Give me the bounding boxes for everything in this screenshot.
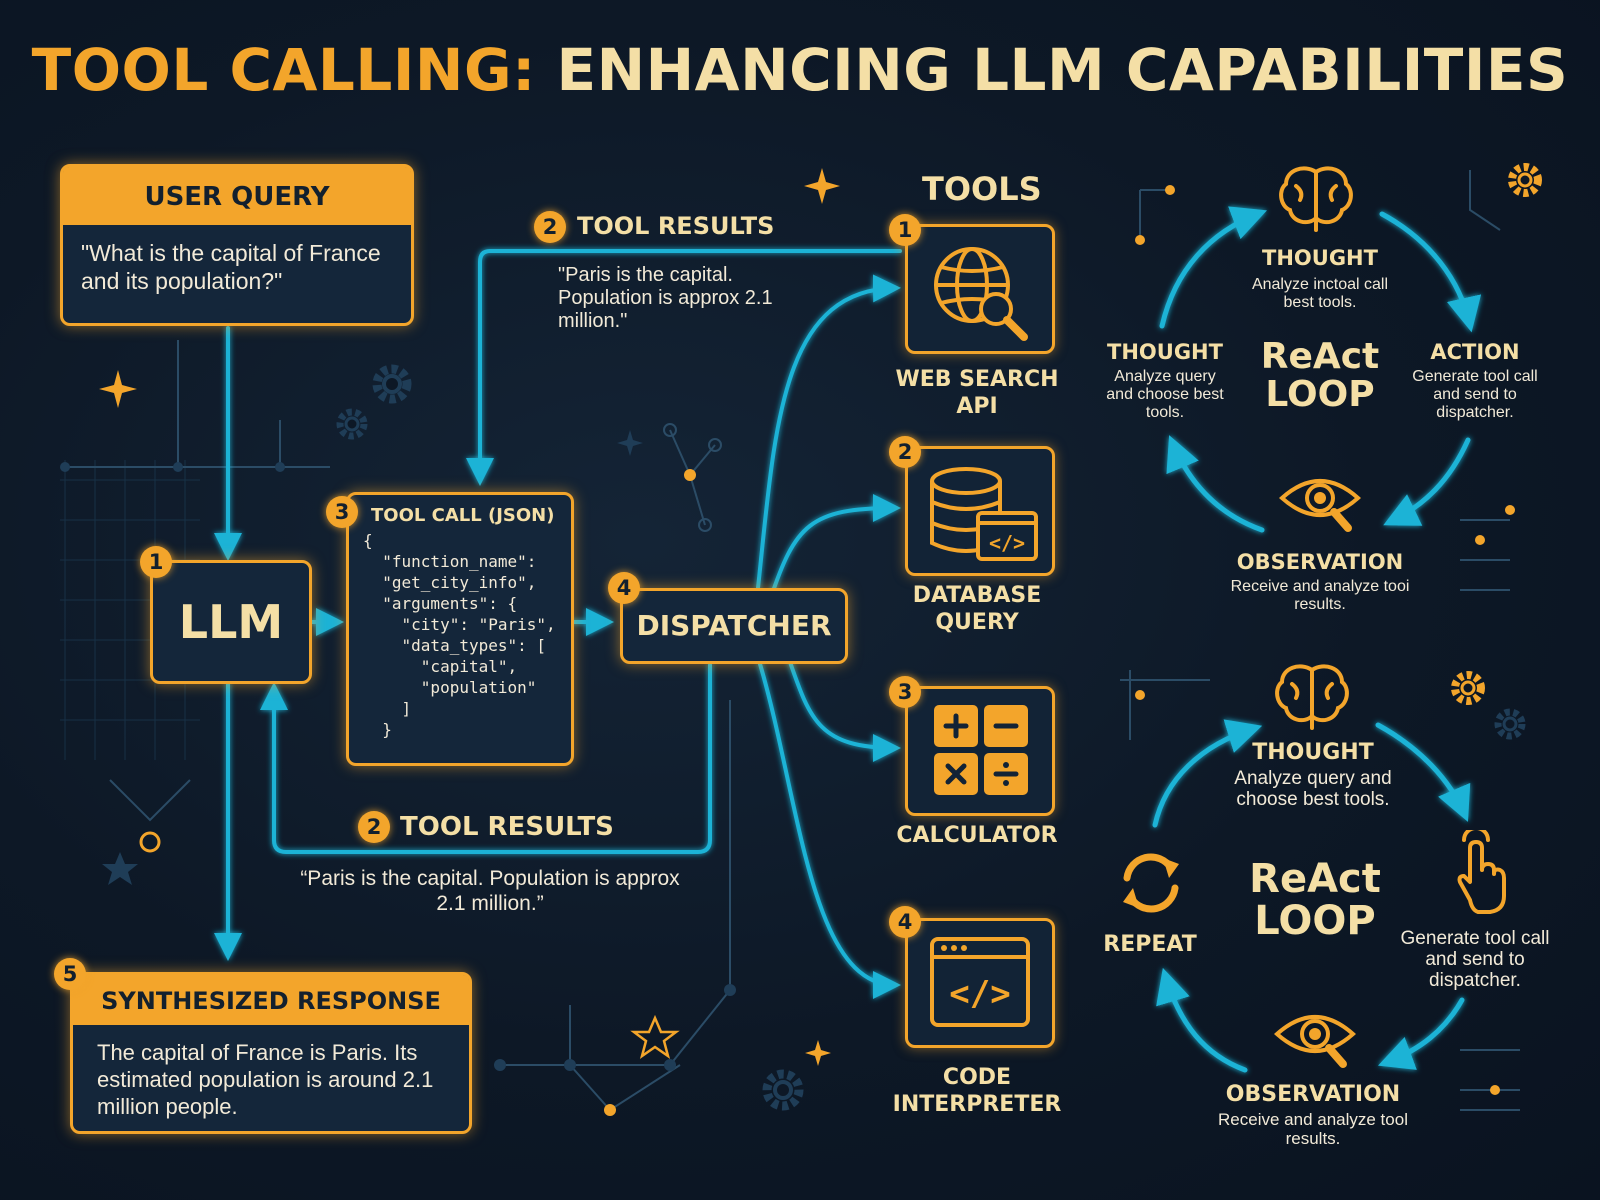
gear-icon	[1494, 708, 1526, 740]
tool-code-interpreter: </>	[905, 918, 1055, 1048]
synth-step-badge: 5	[54, 958, 86, 990]
dispatcher-node: DISPATCHER	[620, 588, 848, 664]
loop2-arc-bottom-right	[1377, 997, 1465, 1070]
synthesized-response-text: The capital of France is Paris. Its esti…	[97, 1040, 434, 1119]
loop2-bottom-text: Receive and analyze tool results.	[1218, 1110, 1408, 1148]
star-icon	[102, 852, 138, 885]
arrow-webapi-to-toolcall	[466, 249, 902, 486]
arrow-dispatcher-to-websearch	[756, 274, 901, 590]
tool-database: </>	[905, 446, 1055, 576]
top-results-label: TOOL RESULTS	[577, 212, 775, 240]
tool-3-badge: 3	[889, 676, 921, 708]
loop2-arc-bottom-left	[1156, 967, 1248, 1073]
tool-1-badge: 1	[889, 214, 921, 246]
loop2-top-head: THOUGHT	[1252, 740, 1374, 765]
bottom-results-text: “Paris is the capital. Population is app…	[300, 867, 680, 915]
loop1-arc-top-right	[1379, 211, 1482, 333]
bottom-results-badge: 2	[358, 811, 390, 843]
gear-icon	[372, 364, 412, 404]
pointer-hand-icon	[1457, 830, 1506, 914]
accent-dots	[604, 185, 1515, 1116]
loop2-arc-top-right	[1375, 722, 1471, 822]
ring-dot	[139, 831, 161, 853]
loop1-top-head: THOUGHT	[1262, 246, 1378, 270]
brain-icon	[1279, 166, 1353, 232]
code-window-icon: </>	[930, 937, 1030, 1027]
llm-node: LLM	[150, 560, 312, 684]
gear-icon	[762, 1069, 804, 1111]
page-title: TOOL CALLING: ENHANCING LLM CAPABILITIES	[0, 36, 1600, 104]
loop2-title: ReAct LOOP	[1249, 856, 1381, 944]
synthesized-response-header: SYNTHESIZED RESPONSE	[73, 975, 469, 1025]
tool-call-panel: TOOL CALL (JSON) { "function_name": "get…	[346, 492, 574, 766]
loop1-right-head: ACTION	[1430, 340, 1520, 364]
tool-calculator-label: CALCULATOR	[896, 823, 1058, 848]
loop1-right-text: Generate tool call and send to dispatche…	[1412, 368, 1538, 421]
tool-web-search-label: WEB SEARCH API	[895, 367, 1059, 419]
eye-magnifier-icon	[1278, 479, 1362, 532]
sparkle-icon	[99, 370, 137, 408]
gear-icon	[1508, 163, 1542, 197]
loop1-left-head: THOUGHT	[1107, 340, 1223, 364]
tool-calculator	[905, 686, 1055, 816]
database-code-icon: </>	[930, 467, 1038, 561]
tool-database-label: DATABASE QUERY	[912, 583, 1042, 635]
sparkle-icon	[804, 168, 840, 204]
loop2-left-head: REPEAT	[1103, 932, 1197, 957]
user-query-panel: USER QUERY "What is the capital of Franc…	[60, 164, 414, 326]
globe-search-icon	[934, 247, 1028, 341]
tool-web-search	[905, 224, 1055, 354]
tool-call-header: TOOL CALL (JSON)	[371, 505, 555, 526]
brain-icon	[1275, 664, 1349, 730]
loop1-arc-top-left	[1159, 206, 1268, 329]
arrow-dispatcher-to-database	[768, 494, 901, 602]
loop2-arc-top-left	[1152, 719, 1263, 828]
arrow-dispatcher-to-calculator	[788, 660, 901, 762]
title-part-1: TOOL CALLING:	[31, 36, 536, 104]
top-results-text: "Paris is the capital. Population is app…	[558, 264, 773, 332]
bottom-results-label: TOOL RESULTS	[400, 812, 614, 842]
llm-label: LLM	[178, 595, 284, 649]
loop2-bottom-head: OBSERVATION	[1225, 1082, 1401, 1107]
gear-icon	[336, 408, 368, 440]
gear-icon	[1451, 671, 1485, 705]
tool-4-badge: 4	[889, 906, 921, 938]
loop1-title: ReAct LOOP	[1260, 336, 1380, 415]
calculator-icon	[934, 705, 1028, 795]
tool-call-step-badge: 3	[326, 496, 358, 528]
arrow-dispatcher-to-code	[758, 662, 901, 999]
tool-2-badge: 2	[889, 436, 921, 468]
svg-text:</>: </>	[949, 974, 1010, 1014]
title-part-2: ENHANCING LLM CAPABILITIES	[556, 36, 1569, 104]
arrow-dispatcher-to-llm	[260, 663, 712, 854]
tools-heading: TOOLS	[922, 170, 1042, 208]
loop1-arc-bottom-right	[1383, 437, 1471, 526]
tool-call-json: { "function_name": "get_city_info", "arg…	[363, 531, 556, 739]
tool-code-interpreter-label: CODE INTERPRETER	[892, 1065, 1062, 1117]
dispatcher-step-badge: 4	[608, 572, 640, 604]
top-results-badge: 2	[534, 211, 566, 243]
synthesized-response-panel: SYNTHESIZED RESPONSE The capital of Fran…	[70, 972, 472, 1134]
refresh-icon	[1123, 853, 1179, 913]
loop2-right-text: Generate tool call and send to dispatche…	[1400, 928, 1550, 991]
user-query-header: USER QUERY	[63, 167, 411, 225]
loop1-arc-bottom-left	[1166, 435, 1265, 533]
dispatcher-label: DISPATCHER	[636, 609, 832, 642]
loop1-bottom-head: OBSERVATION	[1236, 550, 1404, 574]
sparkle-icon	[617, 430, 643, 456]
svg-text:</>: </>	[989, 531, 1025, 555]
star-icon	[630, 1014, 680, 1059]
loop1-bottom-text: Receive and analyze tooi results.	[1230, 578, 1410, 613]
sparkle-icon	[805, 1040, 831, 1066]
loop1-left-text: Analyze query and choose best tools.	[1106, 368, 1224, 421]
eye-magnifier-icon	[1273, 1015, 1357, 1068]
llm-step-badge: 1	[140, 546, 172, 578]
user-query-text: "What is the capital of France and its p…	[81, 240, 381, 294]
loop1-top-text: Analyze inctoal call best tools.	[1251, 276, 1389, 311]
circuit-nodes	[60, 423, 736, 1071]
loop2-top-text: Analyze query and choose best tools.	[1234, 768, 1392, 810]
